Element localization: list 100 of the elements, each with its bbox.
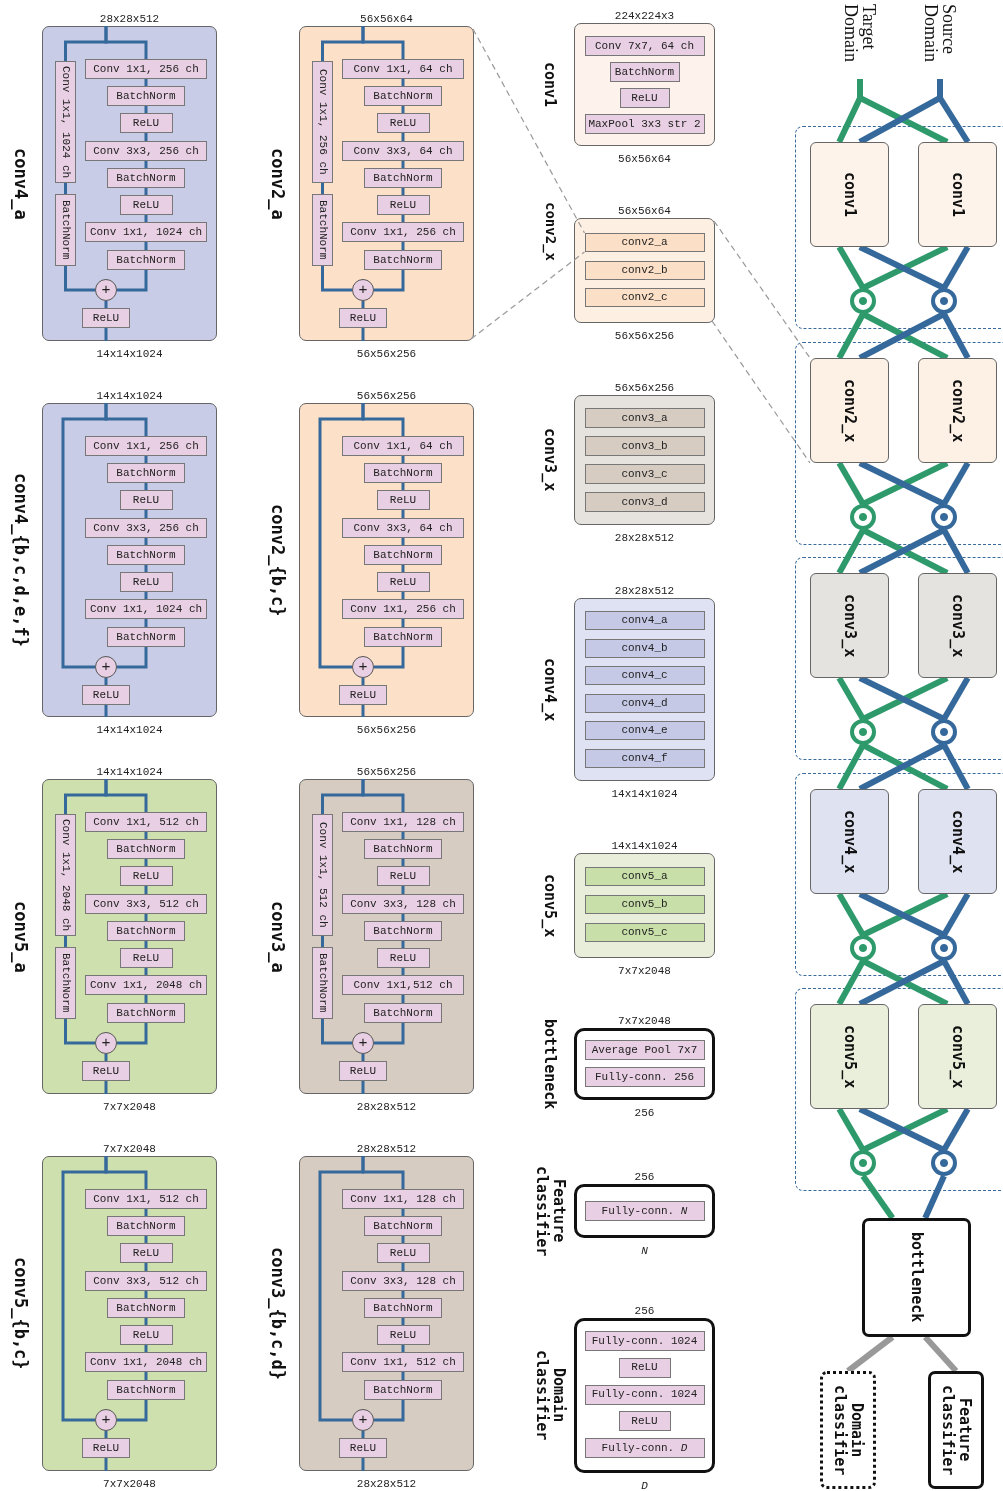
tensor-size: 256 bbox=[634, 1107, 655, 1119]
connector-line bbox=[144, 1345, 148, 1352]
layer-box: BatchNorm bbox=[364, 463, 442, 483]
tensor-size: 14x14x1024 bbox=[96, 390, 163, 402]
tensor-size: 56x56x256 bbox=[614, 382, 675, 394]
tensor-size: 14x14x1024 bbox=[96, 766, 163, 778]
connector-line bbox=[860, 1174, 895, 1220]
layer-box: Conv 1x1, 64 ch bbox=[342, 59, 464, 79]
sum-circle: + bbox=[95, 656, 117, 678]
stage-box: conv4_x bbox=[918, 789, 997, 894]
connector-line bbox=[104, 1081, 108, 1094]
layer-box: BatchNorm bbox=[107, 168, 185, 188]
layer-box: BatchNorm bbox=[364, 86, 442, 106]
connector-line bbox=[401, 592, 405, 599]
zoom-guide-line bbox=[713, 220, 811, 359]
connector-line bbox=[401, 832, 405, 839]
connector-line bbox=[361, 1431, 365, 1438]
connector-line bbox=[401, 1345, 405, 1352]
stage-box: conv5_x bbox=[810, 1004, 889, 1109]
connector-line bbox=[836, 892, 866, 937]
stage-group bbox=[795, 557, 1003, 760]
merge-circle bbox=[931, 719, 957, 745]
layer-box: ReLU bbox=[119, 1325, 173, 1345]
layer-box: Conv 1x1, 256 ch bbox=[85, 59, 207, 79]
connector-line bbox=[401, 914, 405, 921]
connector-line bbox=[374, 1023, 405, 1045]
connector-line bbox=[144, 161, 148, 168]
merge-circle bbox=[850, 288, 876, 314]
tensor-size: 56x56x256 bbox=[614, 330, 675, 342]
connector-line bbox=[836, 461, 866, 506]
tensor-size: 7x7x2048 bbox=[618, 1015, 671, 1027]
tensor-size: 28x28x512 bbox=[356, 1143, 417, 1155]
connector-line bbox=[401, 886, 405, 894]
layer-box: BatchNorm bbox=[107, 1003, 185, 1023]
layer-box: conv5_b bbox=[584, 895, 705, 914]
zoom-guide-line bbox=[711, 320, 811, 464]
tensor-size: 28x28x512 bbox=[356, 1101, 417, 1113]
layer-box: BatchNorm bbox=[364, 921, 442, 941]
layer-box: conv3_a bbox=[584, 408, 705, 428]
layer-box: conv2_b bbox=[584, 260, 705, 280]
tensor-size: 256 bbox=[634, 1171, 655, 1183]
layer-box: Conv 3x3, 256 ch bbox=[85, 141, 207, 161]
connector-line bbox=[401, 79, 405, 86]
tensor-size: 7x7x2048 bbox=[103, 1101, 156, 1113]
merge-circle bbox=[850, 1150, 876, 1176]
tensor-size: 28x28x512 bbox=[356, 1478, 417, 1490]
sum-circle: + bbox=[352, 1032, 374, 1054]
connector-line bbox=[117, 1023, 148, 1045]
connector-line bbox=[941, 312, 971, 360]
connector-line bbox=[144, 215, 148, 222]
connector-line bbox=[401, 565, 405, 572]
connector-line bbox=[104, 678, 108, 685]
layer-box: ReLU bbox=[339, 308, 387, 328]
tensor-size: 56x56x256 bbox=[356, 348, 417, 360]
merge-circle bbox=[931, 935, 957, 961]
sum-circle: + bbox=[352, 279, 374, 301]
connector-line bbox=[321, 779, 365, 814]
connector-line bbox=[836, 245, 866, 290]
layer-box: ReLU bbox=[619, 88, 670, 108]
connector-line bbox=[144, 886, 148, 894]
block-title: conv5_x bbox=[541, 873, 559, 938]
layer-box: Fully-conn. D bbox=[584, 1438, 705, 1459]
module-box: Domain classifier bbox=[820, 1371, 876, 1489]
connector-line bbox=[117, 647, 148, 669]
layer-box: conv2_c bbox=[584, 288, 705, 307]
connector-line bbox=[374, 270, 405, 292]
connector-line bbox=[401, 619, 405, 627]
connector-line bbox=[836, 959, 866, 1006]
layer-box: BatchNorm bbox=[107, 1216, 185, 1236]
layer-box: Conv 1x1, 512 ch bbox=[342, 1352, 464, 1372]
layer-box: ReLU bbox=[339, 1061, 387, 1081]
connector-line bbox=[836, 312, 866, 360]
layer-box: BatchNorm bbox=[364, 1298, 442, 1318]
layer-box: ReLU bbox=[82, 1438, 130, 1458]
module-box: bottleneck bbox=[862, 1218, 971, 1337]
connector-line bbox=[401, 456, 405, 463]
tensor-size: 7x7x2048 bbox=[618, 965, 671, 977]
layer-box: Conv 1x1, 1024 ch bbox=[55, 61, 76, 183]
zoom-guide-line bbox=[472, 28, 586, 234]
connector-line bbox=[401, 161, 405, 168]
layer-box: Conv 1x1, 512 ch bbox=[85, 812, 207, 832]
connector-line bbox=[836, 743, 866, 791]
block-title: conv2_x bbox=[542, 202, 558, 262]
stage-box: conv1 bbox=[918, 142, 997, 247]
layer-box: Conv 1x1, 256 ch bbox=[85, 436, 207, 456]
merge-circle bbox=[931, 504, 957, 530]
stage-box: conv5_x bbox=[918, 1004, 997, 1109]
connector-line bbox=[64, 779, 108, 814]
layer-box: Conv 3x3, 256 ch bbox=[85, 518, 207, 538]
connector-line bbox=[401, 1263, 405, 1271]
connector-line bbox=[321, 26, 365, 61]
block-title: conv3_a bbox=[268, 900, 288, 973]
connector-line bbox=[144, 538, 148, 545]
connector-line bbox=[61, 403, 108, 669]
sum-circle: + bbox=[95, 279, 117, 301]
connector-line bbox=[401, 1318, 405, 1325]
stage-box: conv2_x bbox=[810, 358, 889, 463]
connector-line bbox=[361, 301, 365, 308]
layer-box: BatchNorm bbox=[364, 250, 442, 270]
connector-line bbox=[144, 565, 148, 572]
